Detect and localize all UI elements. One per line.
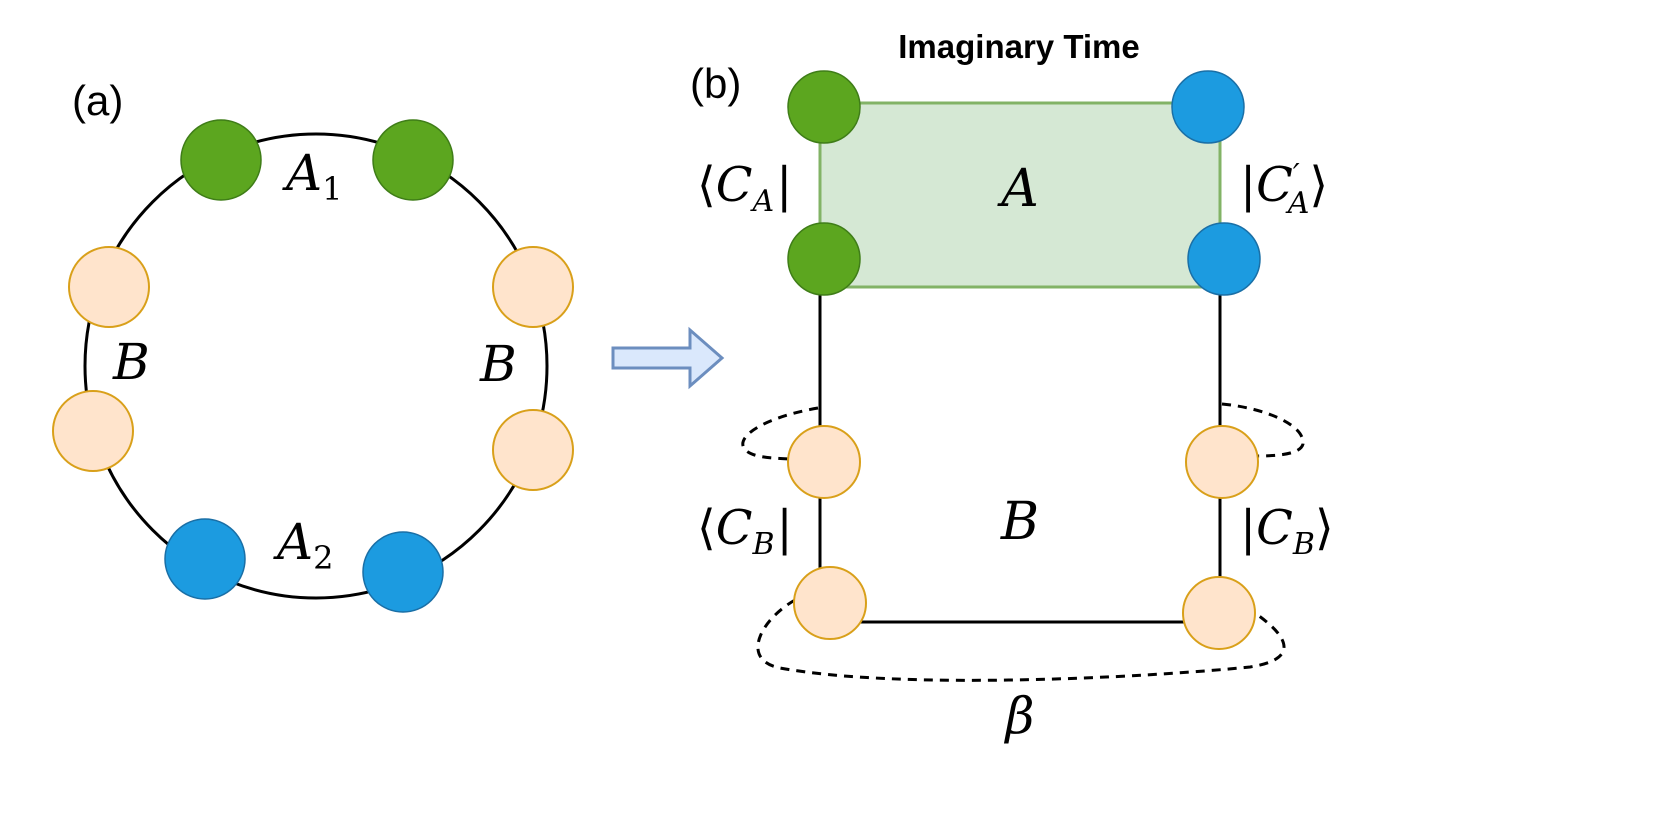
site-a1-left (180, 119, 262, 201)
site-b-left-bottom (52, 390, 134, 472)
site-b-left-top (68, 246, 150, 328)
label-beta: β (1004, 687, 1035, 745)
panel-b: (b) Imaginary Time A B β ⟨CA| |C′A⟩ ⟨CB|… (690, 28, 1334, 745)
label-region-a: A (997, 159, 1039, 219)
site-peach-right-bottom (1182, 576, 1256, 650)
label-region-b: B (1000, 492, 1039, 552)
site-a1-right (372, 119, 454, 201)
panel-a: (a) A1 A2 B B (52, 77, 574, 613)
ring-chain (83, 132, 549, 600)
panel-b-label: (b) (690, 60, 741, 107)
dashed-curve-bottom (756, 598, 1286, 682)
site-b-right-top (492, 246, 574, 328)
label-b-left: B (112, 333, 150, 391)
site-a2-right (362, 531, 444, 613)
site-blue-bottom (1187, 222, 1261, 296)
label-a1: A1 (282, 144, 342, 208)
dashed-curve-left-top (741, 406, 819, 462)
site-green-top (787, 70, 861, 144)
dashed-curve-right-top (1221, 402, 1305, 458)
site-b-right-bottom (492, 409, 574, 491)
label-a2: A2 (273, 513, 333, 577)
site-peach-left-bottom (793, 566, 867, 640)
label-b-right: B (479, 335, 517, 393)
ket-ca-prime-label: |C′A⟩ (1240, 157, 1328, 221)
bra-cb-label: ⟨CB| (697, 500, 793, 562)
site-peach-right-top (1185, 425, 1259, 499)
panel-a-label: (a) (72, 77, 123, 124)
bra-ca-label: ⟨CA| (697, 157, 792, 219)
imaginary-time-title: Imaginary Time (898, 28, 1140, 65)
site-peach-left-top (787, 425, 861, 499)
site-a2-left (164, 518, 246, 600)
site-blue-top (1171, 70, 1245, 144)
region-a-rect (818, 101, 1222, 289)
site-green-bottom (787, 222, 861, 296)
ket-cb-label: |CB⟩ (1240, 500, 1334, 562)
right-arrow-icon (611, 326, 725, 390)
